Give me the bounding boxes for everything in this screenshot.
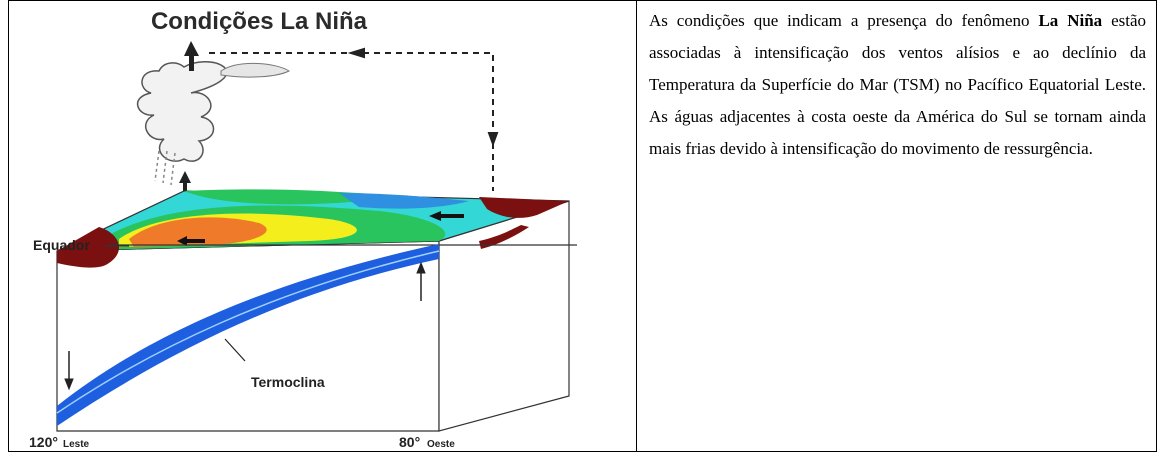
diagram-title: Condições La Niña: [150, 8, 368, 35]
cloud-icon: [137, 41, 290, 196]
west-longitude-label: 120°: [29, 434, 58, 450]
diagram-cell: Condições La Niña: [9, 1, 637, 451]
vertical-arrows: [64, 261, 426, 391]
description-text-start: As condições que indicam a presença do f…: [649, 11, 1039, 30]
description-text-end: estão associadas à intensificação dos ve…: [649, 11, 1147, 158]
description-bold-term: La Niña: [1038, 11, 1103, 30]
trade-wind-arrows: [177, 211, 464, 246]
la-nina-diagram: Equador Termoclina 120° Leste 80° Oeste: [29, 41, 577, 450]
thermocline-label: Termoclina: [251, 374, 325, 390]
content-table: Condições La Niña: [8, 0, 1157, 452]
description-cell: As condições que indicam a presença do f…: [637, 1, 1156, 451]
east-longitude-suffix: Oeste: [427, 439, 455, 450]
west-longitude-suffix: Leste: [63, 439, 90, 450]
equator-label: Equador: [33, 237, 90, 253]
land-masses: [57, 197, 569, 268]
sst-regions: [57, 189, 469, 251]
thermocline: [56, 244, 440, 426]
ocean-box: [56, 190, 570, 432]
east-longitude-label: 80°: [399, 434, 420, 450]
